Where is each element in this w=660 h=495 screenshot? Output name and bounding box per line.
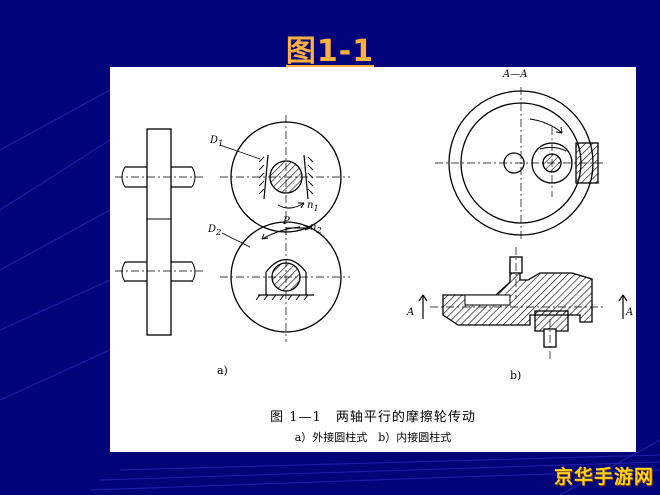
site-watermark: 京华手游网 [553, 466, 654, 488]
subfigure-b-drawing [418, 87, 628, 359]
subfigure-b-label: b) [510, 369, 522, 382]
label-section-right: A [626, 307, 634, 318]
subfigure-a-label: a) [217, 364, 228, 377]
lower-shaft [125, 261, 192, 282]
slide-title: 图1-1 [285, 34, 375, 69]
label-n2: n2 [310, 222, 322, 235]
figure-subcaption: a）外接圆柱式 b）内接圆柱式 [294, 431, 452, 444]
upper-shaft [125, 166, 192, 188]
wheel-side-view [146, 128, 172, 336]
label-d2: D2 [208, 224, 222, 237]
figure-caption: 图 1—1 两轴平行的摩擦轮传动 [270, 410, 476, 425]
subfigure-a-drawing [115, 115, 350, 342]
friction-wheel-diagram [115, 87, 628, 359]
label-section-left: A [407, 307, 415, 318]
label-section-aa: A—A [503, 69, 528, 80]
label-p: P [283, 216, 290, 227]
label-d1: D1 [210, 135, 224, 148]
label-n1: n1 [307, 200, 319, 213]
figure-panel: D1 n1 D2 P n2 A—A A A a) b) 图 1—1 两轴平行的摩… [110, 67, 636, 452]
